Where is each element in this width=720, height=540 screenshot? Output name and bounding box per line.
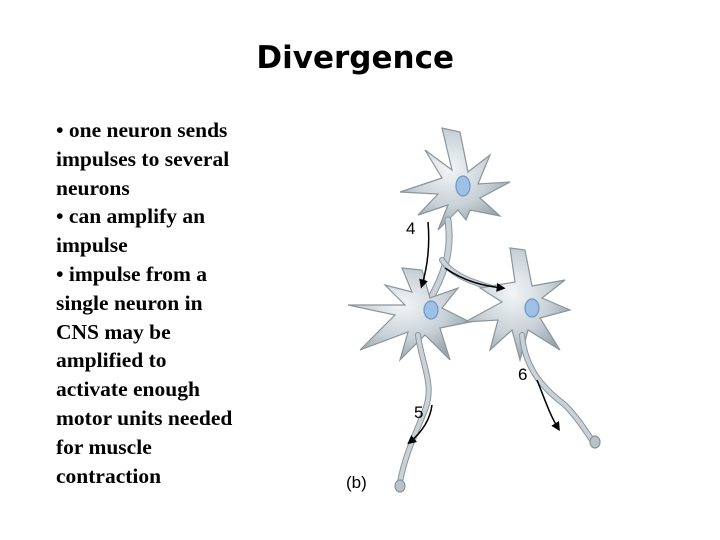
- bullet-line: for muscle: [56, 434, 152, 459]
- bullet-line: single neuron in: [56, 290, 203, 315]
- bullet-line: amplified to: [56, 348, 167, 373]
- bullet-line: motor units needed: [56, 405, 233, 430]
- label-5: 5: [414, 403, 423, 422]
- label-6: 6: [518, 365, 527, 384]
- label-4: 4: [406, 219, 415, 238]
- bullet-text: • one neuron sends impulses to several n…: [56, 116, 266, 490]
- bullet-line: neurons: [56, 175, 130, 200]
- arrow-5: [407, 404, 433, 445]
- bullet-line: impulses to several: [56, 146, 230, 171]
- postsynaptic-neuron-left: [347, 267, 472, 493]
- arrow-6: [536, 379, 560, 432]
- bullet-line: contraction: [56, 463, 162, 488]
- bullet-line: activate enough: [56, 377, 200, 402]
- panel-label: (b): [346, 473, 367, 492]
- bullet-line: • one neuron sends: [56, 118, 228, 142]
- bullet-line: CNS may be: [56, 319, 171, 344]
- postsynaptic-neuron-right: [464, 247, 601, 449]
- arrow-4: [419, 221, 430, 289]
- arrow-branch: [444, 267, 506, 292]
- bullet-line: • impulse from a: [56, 261, 208, 286]
- bullet-line: impulse: [56, 233, 128, 258]
- slide-title: Divergence: [256, 40, 454, 76]
- divergence-neuron-figure: 4 5 6 (b): [346, 127, 601, 493]
- bullet-line: • can amplify an: [56, 204, 206, 229]
